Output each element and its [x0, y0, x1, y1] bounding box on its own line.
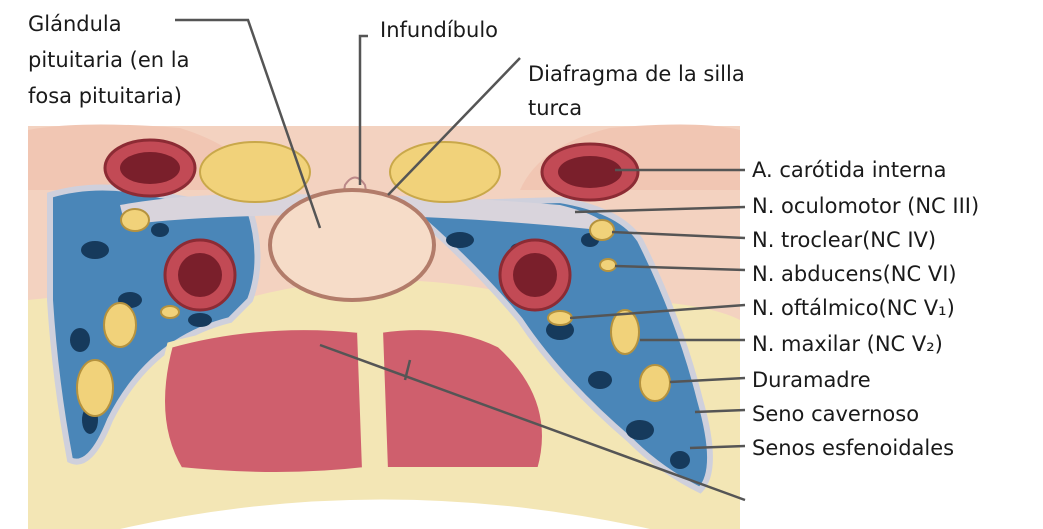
label-infundibulum: Infundíbulo	[380, 16, 498, 44]
label-cavernous: Seno cavernoso	[752, 400, 919, 428]
label-maxillary: N. maxilar (NC V₂)	[752, 330, 943, 358]
label-dura: Duramadre	[752, 366, 871, 394]
label-abducens: N. abducens(NC VI)	[752, 260, 957, 288]
label-carotid: A. carótida interna	[752, 156, 946, 184]
label-trochlear: N. troclear(NC IV)	[752, 226, 936, 254]
label-oculomotor: N. oculomotor (NC III)	[752, 192, 979, 220]
label-pituitary-line2: pituitaria (en la	[28, 46, 189, 74]
carotid-top-left-lumen	[120, 152, 180, 184]
label-pituitary-line3: fosa pituitaria)	[28, 82, 182, 110]
label-sphenoid: Senos esfenoidales	[752, 434, 954, 462]
carotid-top-right-lumen	[558, 156, 622, 188]
label-diaphragm-line1: Diafragma de la silla	[528, 60, 745, 88]
pituitary-gland	[270, 190, 434, 300]
carotid-cavernous-left-lumen	[178, 253, 222, 297]
label-ophthalmic: N. oftálmico(NC V₁)	[752, 294, 955, 322]
carotid-cavernous-right-lumen	[513, 253, 557, 297]
label-diaphragm-line2: turca	[528, 94, 582, 122]
label-pituitary-line1: Glándula	[28, 10, 122, 38]
fat-pad-right	[390, 142, 500, 202]
